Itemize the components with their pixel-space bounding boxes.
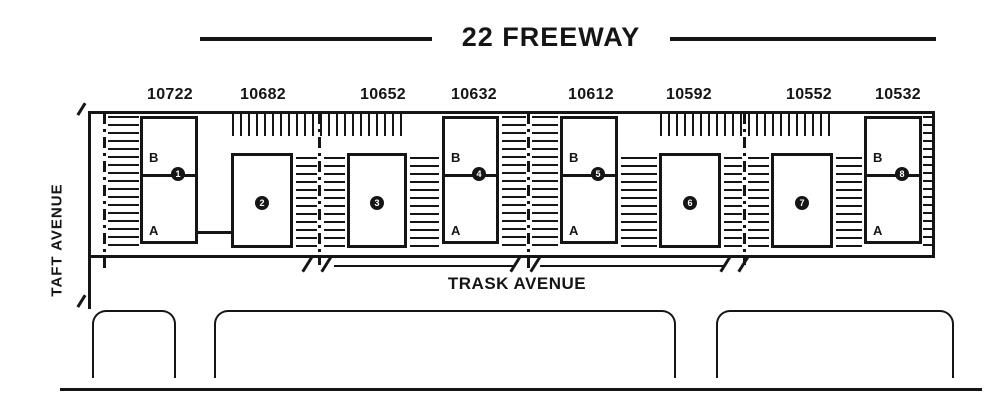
address-label: 10682 (240, 86, 286, 103)
dimension-line (334, 265, 514, 267)
address-label: 10612 (568, 86, 614, 103)
parking-stalls-hatch (621, 157, 657, 252)
driveway-centerline (318, 113, 321, 265)
building-marker: 1 (171, 167, 185, 181)
lot-top-boundary (90, 111, 935, 114)
parking-stalls-hatch (410, 157, 439, 252)
building-marker: 7 (795, 196, 809, 210)
address-label: 10532 (875, 86, 921, 103)
freeway-line-right (670, 37, 936, 41)
address-label: 10552 (786, 86, 832, 103)
curb-cut-mark (719, 255, 732, 273)
address-label: 10632 (451, 86, 497, 103)
unit-label-a: A (451, 223, 461, 238)
curb-cut-mark (320, 255, 333, 273)
parking-stalls-hatch (502, 116, 526, 252)
break-mark-bottom-left (76, 294, 87, 308)
building-marker: 4 (472, 167, 486, 181)
building-marker: 8 (895, 167, 909, 181)
curb-line (214, 310, 676, 378)
unit-label-a: A (149, 223, 159, 238)
building-marker: 5 (591, 167, 605, 181)
building-2: 2 (231, 153, 293, 248)
unit-label-b: B (873, 150, 883, 165)
parking-stalls-hatch (324, 157, 345, 252)
building-7: 7 (771, 153, 833, 248)
parking-stalls-hatch (836, 157, 862, 252)
building-6: 6 (659, 153, 721, 248)
address-label: 10722 (147, 86, 193, 103)
driveway-centerline (103, 113, 106, 273)
trask-avenue-label: TRASK AVENUE (447, 274, 587, 293)
parking-stalls-hatch (296, 157, 317, 252)
building-8: B 8 A (864, 116, 922, 244)
curb-cut-mark (529, 255, 542, 273)
building-marker: 6 (683, 196, 697, 210)
driveway-centerline (743, 113, 746, 265)
freeway-line-left (200, 37, 432, 41)
unit-label-b: B (149, 150, 159, 165)
curb-cut-mark (301, 255, 314, 273)
unit-label-a: A (873, 223, 883, 238)
unit-label-b: B (451, 150, 461, 165)
parking-stalls-hatch (660, 114, 832, 136)
lot-bottom-boundary (90, 255, 935, 258)
unit-divider-line (562, 174, 616, 177)
unit-label-b: B (569, 150, 579, 165)
curb-cut-mark (509, 255, 522, 273)
lot-left-boundary (88, 111, 91, 309)
address-label: 10652 (360, 86, 406, 103)
parking-stalls-hatch (532, 116, 558, 252)
curb-line (716, 310, 954, 378)
address-label: 10592 (666, 86, 712, 103)
building-1: B 1 A (140, 116, 198, 244)
building-5: B 5 A (560, 116, 618, 244)
taft-avenue-label: TAFT AVENUE (48, 183, 66, 297)
lot-right-boundary (932, 111, 935, 258)
unit-label-a: A (569, 223, 579, 238)
freeway-title: 22 FREEWAY (461, 22, 641, 52)
parking-stalls-hatch (232, 114, 406, 136)
dimension-line (540, 265, 724, 267)
unit-divider-line (142, 174, 196, 177)
break-mark-top-left (76, 102, 87, 116)
building-4: B 4 A (442, 116, 499, 244)
building-connector-line (196, 231, 233, 234)
parking-stalls-hatch (923, 116, 933, 252)
parking-stalls-hatch (108, 116, 139, 252)
parking-stalls-hatch (724, 157, 742, 252)
building-marker: 3 (370, 196, 384, 210)
curb-line (92, 310, 176, 378)
driveway-centerline (527, 113, 530, 273)
parking-stalls-hatch (748, 157, 769, 252)
unit-divider-line (444, 174, 497, 177)
building-marker: 2 (255, 196, 269, 210)
street-edge-line (60, 388, 982, 391)
unit-divider-line (866, 174, 920, 177)
building-3: 3 (347, 153, 407, 248)
